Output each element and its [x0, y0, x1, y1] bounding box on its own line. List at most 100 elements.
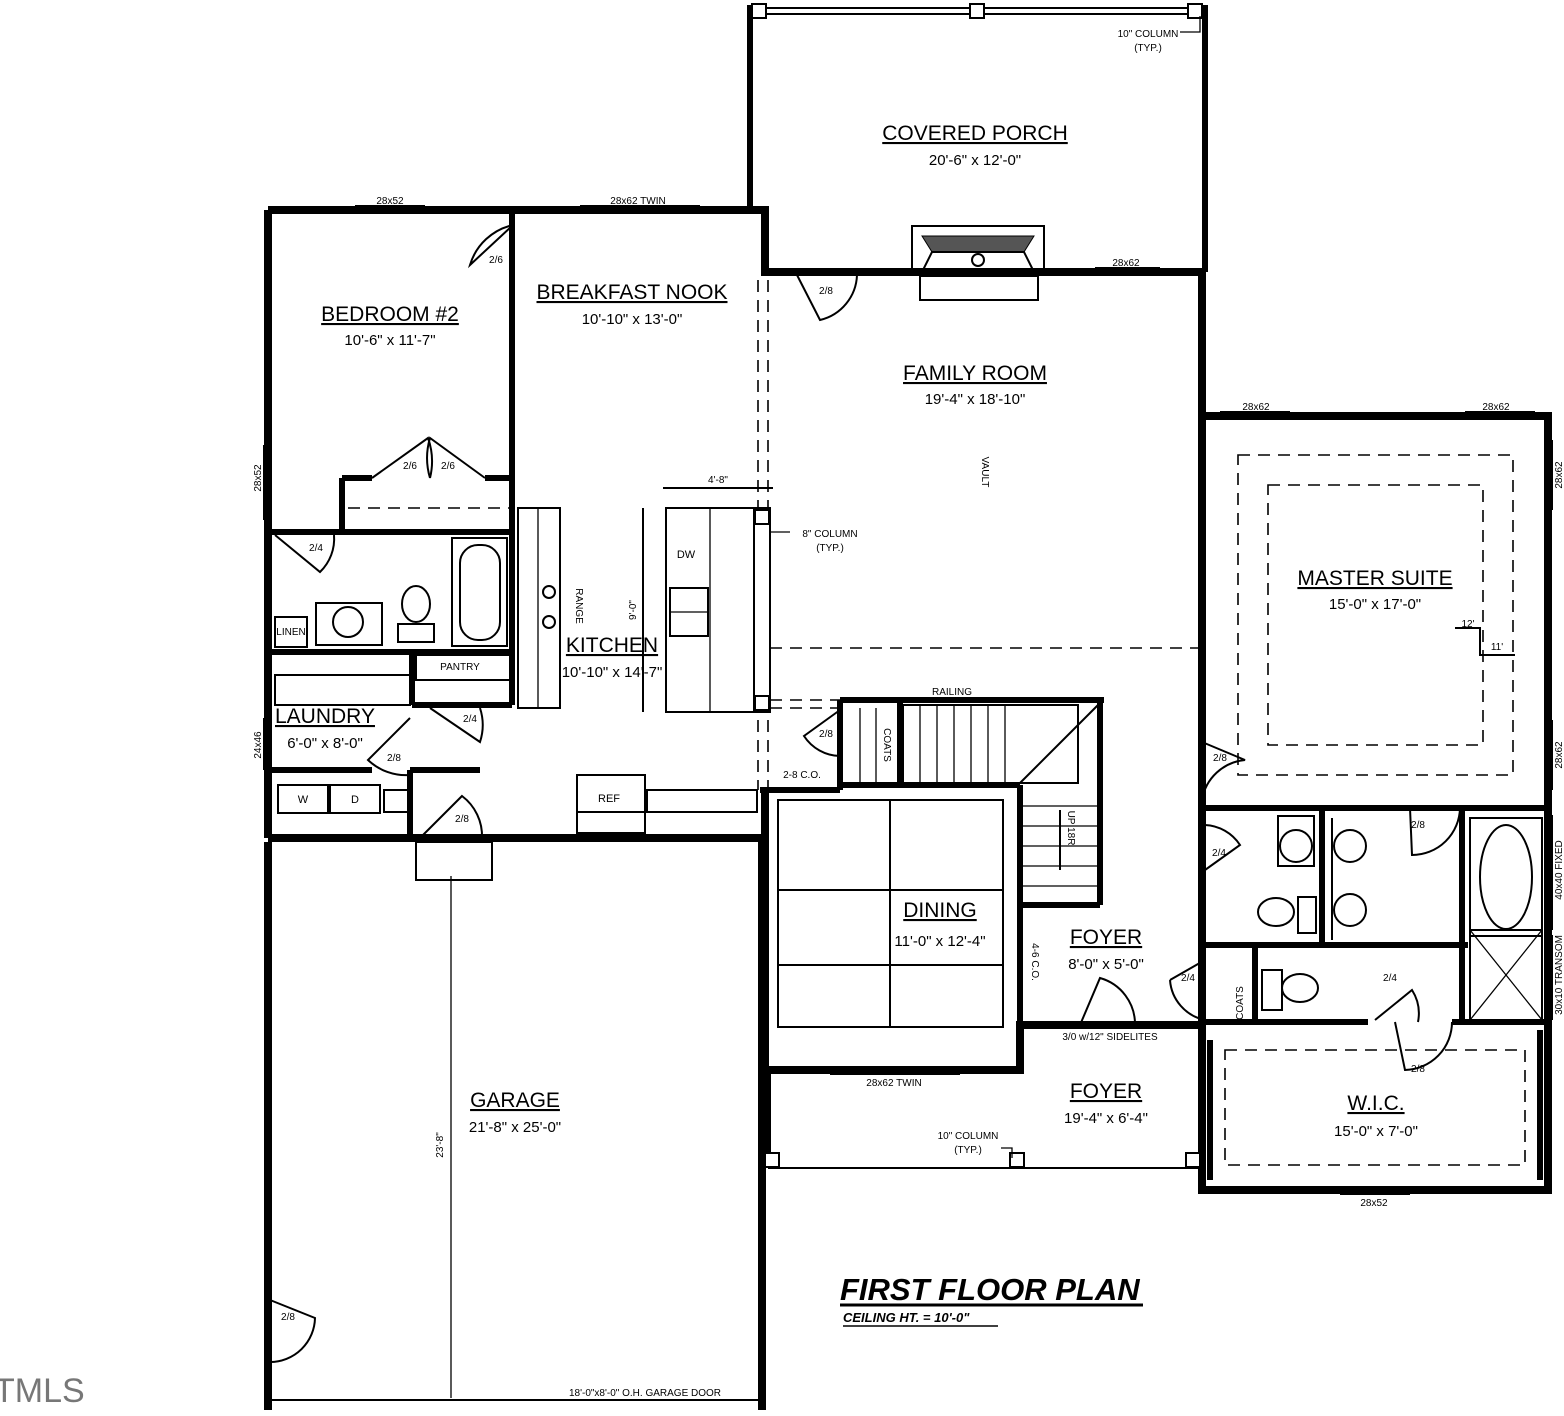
co-28: 2-8 C.O.	[783, 770, 821, 781]
window-bath-transom: 30x10 TRANSOM	[1554, 935, 1564, 1015]
garage-door: 18'-0"x8'-0" O.H. GARAGE DOOR	[569, 1388, 721, 1399]
door-coat-foyer: 2/4	[1181, 973, 1195, 984]
column-5	[1009, 1152, 1025, 1168]
bedroom2-name: BEDROOM #2	[321, 303, 459, 326]
window-wic-bottom: 28x52	[1360, 1198, 1388, 1209]
garage-depth: 23'-8"	[435, 1132, 446, 1158]
refrigerator: REF	[598, 793, 620, 805]
window-nook-top: 28x62 TWIN	[610, 196, 665, 207]
column-front-note: 10" COLUMN	[938, 1131, 999, 1142]
column-8-typ: (TYP.)	[816, 543, 844, 554]
dryer: D	[351, 794, 359, 806]
dishwasher: DW	[677, 549, 696, 561]
column-note-typ: (TYP.)	[1134, 43, 1162, 54]
column-4	[764, 1152, 780, 1168]
covered-porch-name: COVERED PORCH	[882, 122, 1068, 145]
master-suite-dim: 15'-0" x 17'-0"	[1329, 596, 1421, 613]
window-dining-bottom: 28x62 TWIN	[866, 1078, 921, 1089]
bedroom2-dim: 10'-6" x 11'-7"	[344, 332, 435, 349]
leader-lines	[770, 16, 1515, 1158]
wic-dim: 15'-0" x 7'-0"	[1334, 1123, 1418, 1140]
door-nook: 2/6	[489, 255, 503, 266]
column-3	[1187, 3, 1203, 19]
laundry-name: LAUNDRY	[275, 705, 375, 728]
family-room-dim: 19'-4" x 18'-10"	[925, 391, 1026, 408]
garage-details	[272, 841, 758, 1401]
window-bed-side: 28x52	[253, 464, 264, 492]
railing: RAILING	[932, 687, 972, 698]
room-labels: COVERED PORCH 20'-6" x 12'-0" BREAKFAST …	[275, 122, 1453, 1140]
door-garage: 2/8	[455, 814, 469, 825]
laundry-fixtures	[274, 654, 512, 814]
island-length: 9'-0"	[628, 600, 639, 620]
master-suite-name: MASTER SUITE	[1297, 567, 1452, 590]
foyer-small-name: FOYER	[1070, 926, 1142, 949]
co-46: 4-6 C.O.	[1029, 943, 1040, 981]
kitchen-dim: 10'-10" x 14'-7"	[562, 664, 663, 681]
column-2	[969, 3, 985, 19]
ceiling-11: 11'	[1491, 642, 1503, 653]
breakfast-nook-name: BREAKFAST NOOK	[537, 281, 728, 304]
window-master-side1: 28x62	[1554, 461, 1564, 489]
annotations: 10" COLUMN (TYP.) 28x52 28x62 TWIN 28x62…	[253, 29, 1564, 1399]
column-front-typ: (TYP.)	[954, 1145, 982, 1156]
kitchen-name: KITCHEN	[566, 634, 658, 657]
column-note: 10" COLUMN	[1118, 29, 1179, 40]
door-laundry: 2/8	[387, 753, 401, 764]
window-family-top: 28x62	[1112, 258, 1140, 269]
staircase	[859, 704, 1099, 887]
interior-walls	[272, 213, 1548, 1180]
window-bath-fixed: 40x40 FIXED	[1554, 840, 1564, 899]
window-master-side2: 28x62	[1554, 741, 1564, 769]
dining-table	[777, 799, 1004, 1028]
door-wc2: 2/4	[1383, 973, 1397, 984]
range: RANGE	[573, 588, 584, 624]
washer: W	[298, 794, 309, 806]
stair-up: UP 18R	[1065, 811, 1076, 846]
garage-name: GARAGE	[470, 1089, 560, 1112]
column-1	[751, 3, 767, 19]
column-6	[1185, 1152, 1201, 1168]
dining-dim: 11'-0" x 12'-4"	[894, 933, 985, 950]
island-width: 4'-8"	[708, 475, 728, 486]
coats-foyer: COATS	[1235, 986, 1246, 1020]
door-wic: 2/8	[1411, 1064, 1425, 1075]
breakfast-nook-dim: 10'-10" x 13'-0"	[582, 311, 683, 328]
linen: LINEN	[276, 627, 305, 638]
door-bath-master: 2/8	[1411, 820, 1425, 831]
ceiling-12: 12'	[1461, 619, 1474, 630]
porch-columns	[751, 3, 1203, 1168]
plan-title: FIRST FLOOR PLAN	[840, 1272, 1140, 1307]
door-master: 2/8	[1213, 753, 1227, 764]
covered-porch-dim: 20'-6" x 12'-0"	[929, 152, 1021, 169]
windows	[263, 205, 1553, 1195]
door-closet-right: 2/6	[441, 461, 455, 472]
hall-bath-fixtures	[274, 537, 508, 648]
watermark: TMLS	[0, 1372, 85, 1410]
foyer-small-dim: 8'-0" x 5'-0"	[1068, 956, 1144, 973]
vault: VAULT	[979, 457, 990, 488]
foyer-front-name: FOYER	[1070, 1080, 1142, 1103]
wic-name: W.I.C.	[1347, 1092, 1404, 1115]
sidelites: 3/0 w/12" SIDELITES	[1062, 1032, 1158, 1043]
doors	[269, 224, 1461, 1363]
door-porch: 2/8	[819, 286, 833, 297]
plan-title-block: FIRST FLOOR PLAN CEILING HT. = 10'-0"	[840, 1272, 1143, 1327]
ceiling-height: CEILING HT. = 10'-0"	[843, 1310, 970, 1325]
fireplace	[911, 225, 1045, 301]
column-8-note: 8" COLUMN	[802, 529, 857, 540]
window-master-top-right: 28x62	[1482, 402, 1510, 413]
pantry: PANTRY	[440, 662, 480, 673]
door-coat: 2/8	[819, 729, 833, 740]
kitchen-fixtures	[517, 487, 773, 834]
foyer-front-dim: 19'-4" x 6'-4"	[1064, 1110, 1148, 1127]
door-garage-side: 2/8	[281, 1312, 295, 1323]
master-bath-fixtures	[1257, 815, 1543, 1021]
door-closet-left: 2/6	[403, 461, 417, 472]
window-master-top-left: 28x62	[1242, 402, 1270, 413]
laundry-dim: 6'-0" x 8'-0"	[287, 735, 363, 752]
door-wc: 2/4	[1212, 848, 1226, 859]
garage-dim: 21'-8" x 25'-0"	[469, 1119, 561, 1136]
